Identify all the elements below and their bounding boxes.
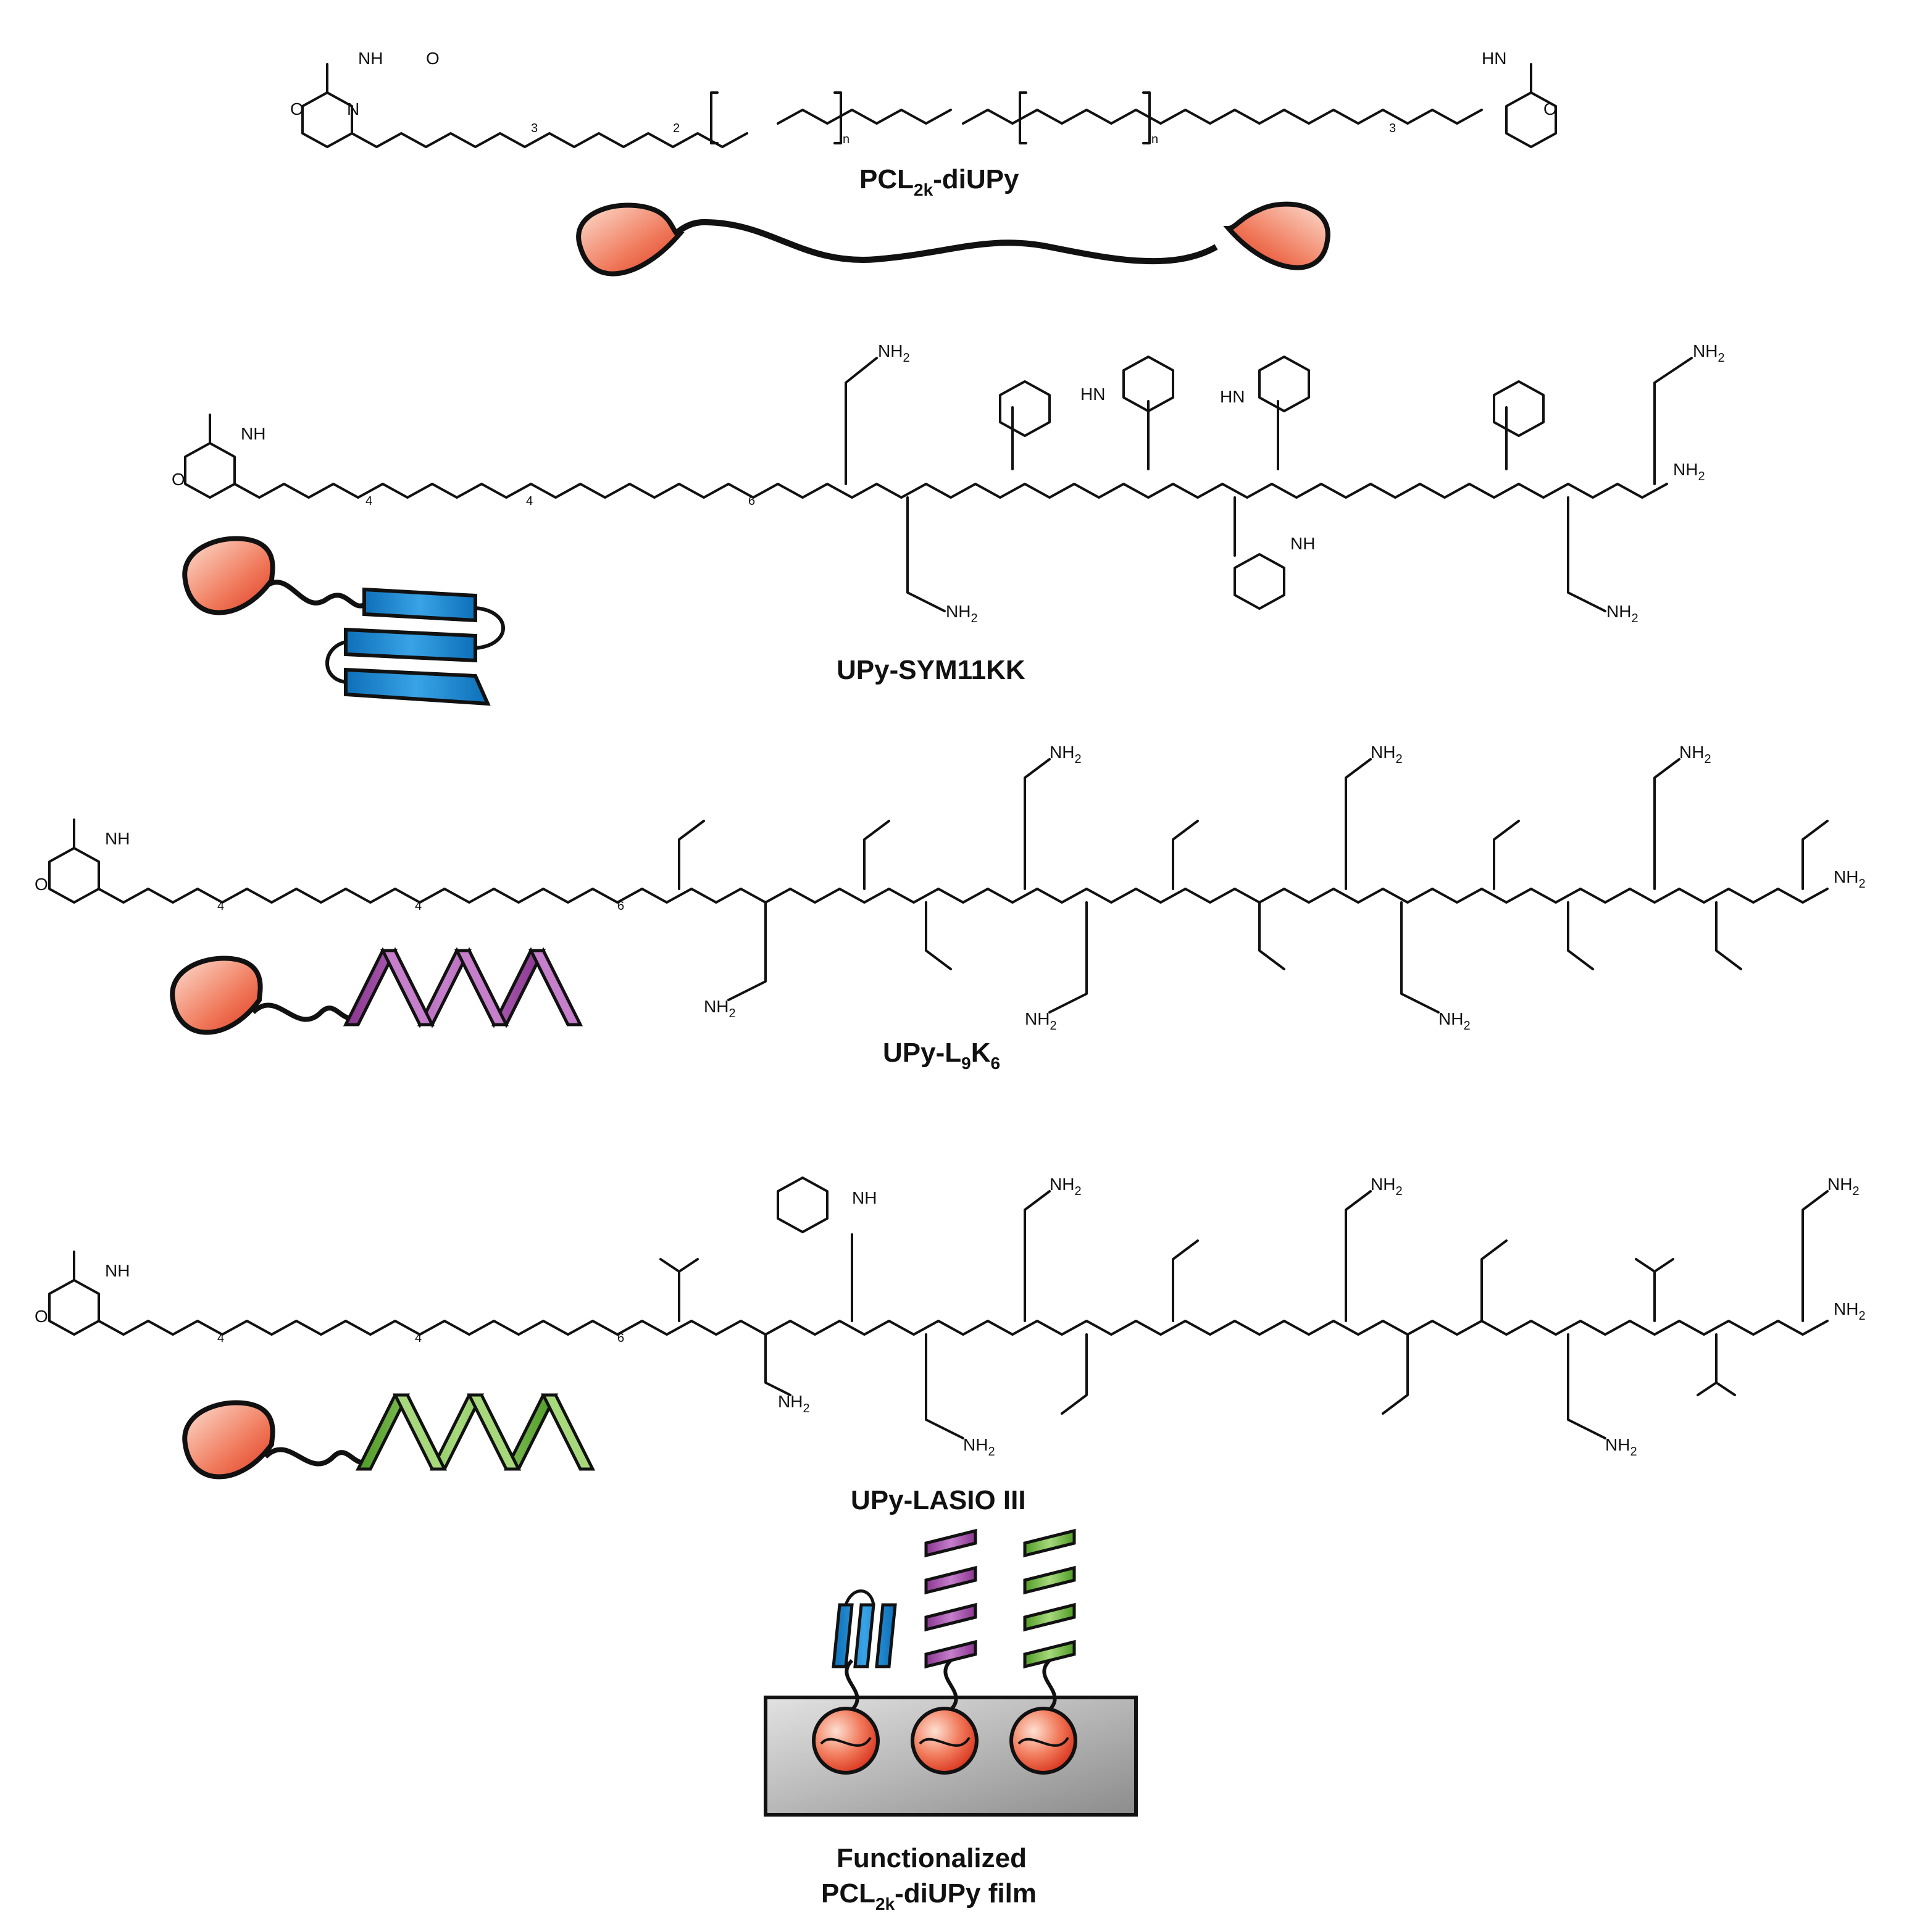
atom-nh2: NH2 [963, 1435, 995, 1459]
atom-nh2: NH2 [1605, 1435, 1637, 1459]
functionalized-film [764, 1528, 1138, 1817]
atom-nh2: NH2 [1025, 1009, 1057, 1033]
upy-head [182, 1400, 275, 1480]
atom-nh2: NH2 [1834, 1299, 1866, 1323]
pcl-cartoon [576, 201, 1330, 277]
upy-ball-1 [812, 1707, 880, 1775]
atom-nh2: NH2 [1371, 1175, 1403, 1198]
atom-nh2: NH2 [946, 602, 978, 625]
atom-nh2: NH2 [1050, 1175, 1082, 1198]
upy-lasio-structure: O NH NH NH2 NH2 NH2 NH2 NH2 NH2 NH2 4 4 … [35, 1175, 1866, 1459]
atom-sub: 6 [617, 899, 624, 913]
beta-strand-1 [362, 587, 477, 623]
atom-nh: NH [241, 424, 265, 443]
atom-sub: 4 [217, 1331, 224, 1345]
atom-sub: 3 [531, 122, 538, 135]
atom-sub: 2 [673, 122, 680, 135]
atom-sub: 6 [748, 494, 755, 508]
atom-sub: 4 [365, 494, 372, 508]
upy-head [170, 956, 263, 1035]
atom-o: O [35, 875, 48, 894]
beta-strand-2 [344, 627, 477, 663]
atom-nh: NH [1290, 534, 1315, 553]
atom-hn: HN [1482, 49, 1506, 68]
atom-nh2: NH2 [1834, 867, 1866, 891]
atom-nh2: NH2 [1693, 341, 1725, 365]
upy-head-left [576, 202, 685, 277]
caption-pcl: PCL2k-diUPy [859, 164, 1019, 199]
atom-sub: n [1151, 133, 1158, 146]
atom-o: O [35, 1307, 48, 1326]
atom-o: O [1543, 99, 1557, 119]
atom-nh2: NH2 [1050, 743, 1082, 766]
atom-sub: 6 [617, 1331, 624, 1345]
upy-sym11kk-structure: O NH NH2 NH2 HN HN NH NH2 NH2 NH2 4 4 6 [172, 341, 1725, 625]
atom-nh2: NH2 [1673, 460, 1705, 483]
atom-sub: 4 [217, 899, 224, 913]
atom-nh2: NH2 [704, 997, 736, 1020]
atom-sub: n [843, 133, 850, 146]
beta-strand-3 [344, 667, 491, 706]
atom-sub: 4 [526, 494, 533, 508]
atom-o: O [426, 49, 440, 68]
upy-ball-2 [911, 1707, 979, 1775]
atom-nh2: NH2 [778, 1392, 810, 1415]
upy-ball-3 [1009, 1707, 1077, 1775]
caption-film-line2: PCL2k-diUPy film [821, 1878, 1037, 1913]
upy-head [182, 536, 275, 615]
atom-nh2: NH2 [1606, 602, 1639, 625]
lasio-cartoon [182, 1393, 596, 1480]
upy-l9k6-structure: O NH NH2 NH2 NH2 NH2 NH2 NH2 NH2 4 4 6 [35, 743, 1866, 1033]
atom-nh: NH [358, 49, 383, 68]
atom-hn: HN [1080, 385, 1105, 404]
atom-sub: 4 [415, 899, 422, 913]
sym11kk-cartoon [182, 536, 505, 706]
caption-lasio: UPy-LASIO III [851, 1485, 1026, 1515]
upy-head-right [1223, 201, 1330, 270]
atom-n: N [347, 99, 359, 119]
atom-o: O [290, 99, 304, 119]
atom-nh2: NH2 [1827, 1175, 1860, 1198]
atom-nh: NH [105, 1261, 130, 1280]
atom-nh2: NH2 [1438, 1009, 1471, 1033]
atom-nh2: NH2 [1371, 743, 1403, 766]
atom-nh: NH [852, 1188, 877, 1207]
atom-sub: 4 [415, 1331, 422, 1345]
atom-nh2: NH2 [1679, 743, 1711, 766]
atom-sub: 3 [1389, 122, 1396, 135]
caption-film-line1: Functionalized [837, 1843, 1027, 1873]
atom-o: O [172, 470, 185, 489]
atom-nh2: NH2 [878, 341, 910, 365]
caption-sym: UPy-SYM11KK [837, 655, 1025, 685]
atom-hn: HN [1220, 387, 1245, 406]
l9k6-cartoon [170, 947, 583, 1035]
atom-nh: NH [105, 829, 130, 848]
caption-l9k6: UPy-L9K6 [883, 1038, 1000, 1073]
pcl-diupy-structure: O NH N O 3 2 n n 3 HN O [290, 49, 1557, 148]
